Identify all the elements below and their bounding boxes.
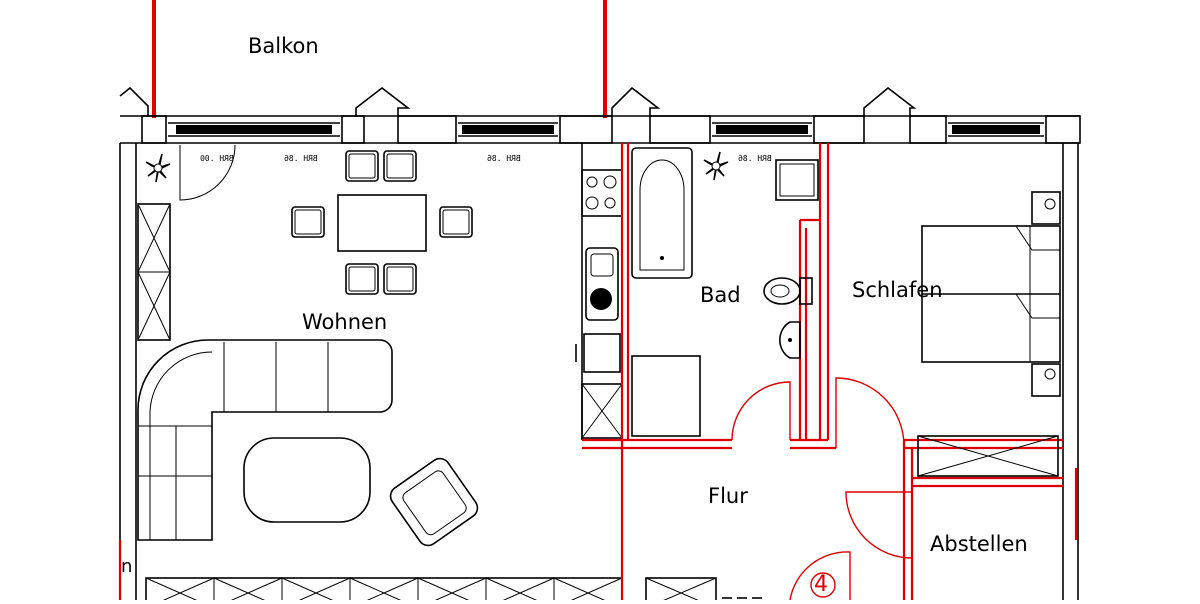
- door-swing-balcony: [179, 144, 236, 201]
- sill-height-label: BRH .86: [738, 154, 772, 163]
- door-number-circle: [810, 572, 836, 598]
- room-label-balcony: Balkon: [248, 34, 319, 58]
- window: [168, 122, 340, 137]
- shower: [631, 355, 701, 437]
- plant-icon: [703, 151, 729, 181]
- sill-height-label: BRH .86: [284, 154, 318, 163]
- balcony: [152, 0, 607, 118]
- living-room-furniture: [137, 144, 623, 604]
- hall-storage: [645, 435, 1059, 604]
- room-label-bath: Bad: [700, 283, 741, 307]
- cooktop: [581, 169, 623, 217]
- nightstand: [1031, 363, 1061, 397]
- sill-height-label: BRH .00: [200, 154, 234, 163]
- washbasin: [779, 321, 801, 359]
- sill-height-label: BRH .86: [487, 154, 521, 163]
- plant-icon: [145, 153, 171, 183]
- vent-arrow: [863, 86, 917, 116]
- room-label-fragment: n: [121, 556, 133, 577]
- vent-arrows: [119, 86, 917, 116]
- washing-machine: [775, 159, 819, 201]
- window: [712, 122, 812, 137]
- room-label-bedroom: Schlafen: [852, 278, 943, 302]
- hall-cabinet: [645, 577, 717, 604]
- cabinet-left-wall: [137, 203, 171, 341]
- room-label-hall: Flur: [708, 484, 748, 508]
- new-walls: [582, 143, 1063, 601]
- vent-arrow-left: [119, 86, 149, 116]
- bathtub: [631, 147, 693, 279]
- windows-top: [168, 122, 1044, 137]
- dining-chairs: [291, 150, 473, 295]
- dining-table: [337, 194, 427, 252]
- kitchen-unit: [575, 143, 623, 440]
- room-label-living: Wohnen: [302, 310, 388, 334]
- toilet: [763, 277, 813, 305]
- exterior-side-walls: [118, 143, 1079, 600]
- coffee-table: [243, 437, 371, 523]
- vent-arrow: [355, 86, 411, 116]
- door-number-marker: 4: [814, 572, 828, 597]
- armchair: [389, 457, 479, 547]
- corner-sofa: [137, 339, 393, 541]
- wardrobe: [917, 435, 1059, 477]
- bathroom-fixtures: [631, 147, 819, 437]
- nightstand: [1031, 191, 1061, 225]
- exterior-top-wall: [120, 115, 1081, 144]
- bedroom-furniture: [921, 191, 1061, 397]
- window: [458, 122, 558, 137]
- sink: [585, 247, 619, 321]
- vent-arrow: [611, 86, 661, 116]
- fridge: [583, 333, 621, 373]
- room-label-storage: Abstellen: [930, 532, 1028, 556]
- cabinets-bottom: [145, 577, 623, 604]
- window: [948, 122, 1044, 137]
